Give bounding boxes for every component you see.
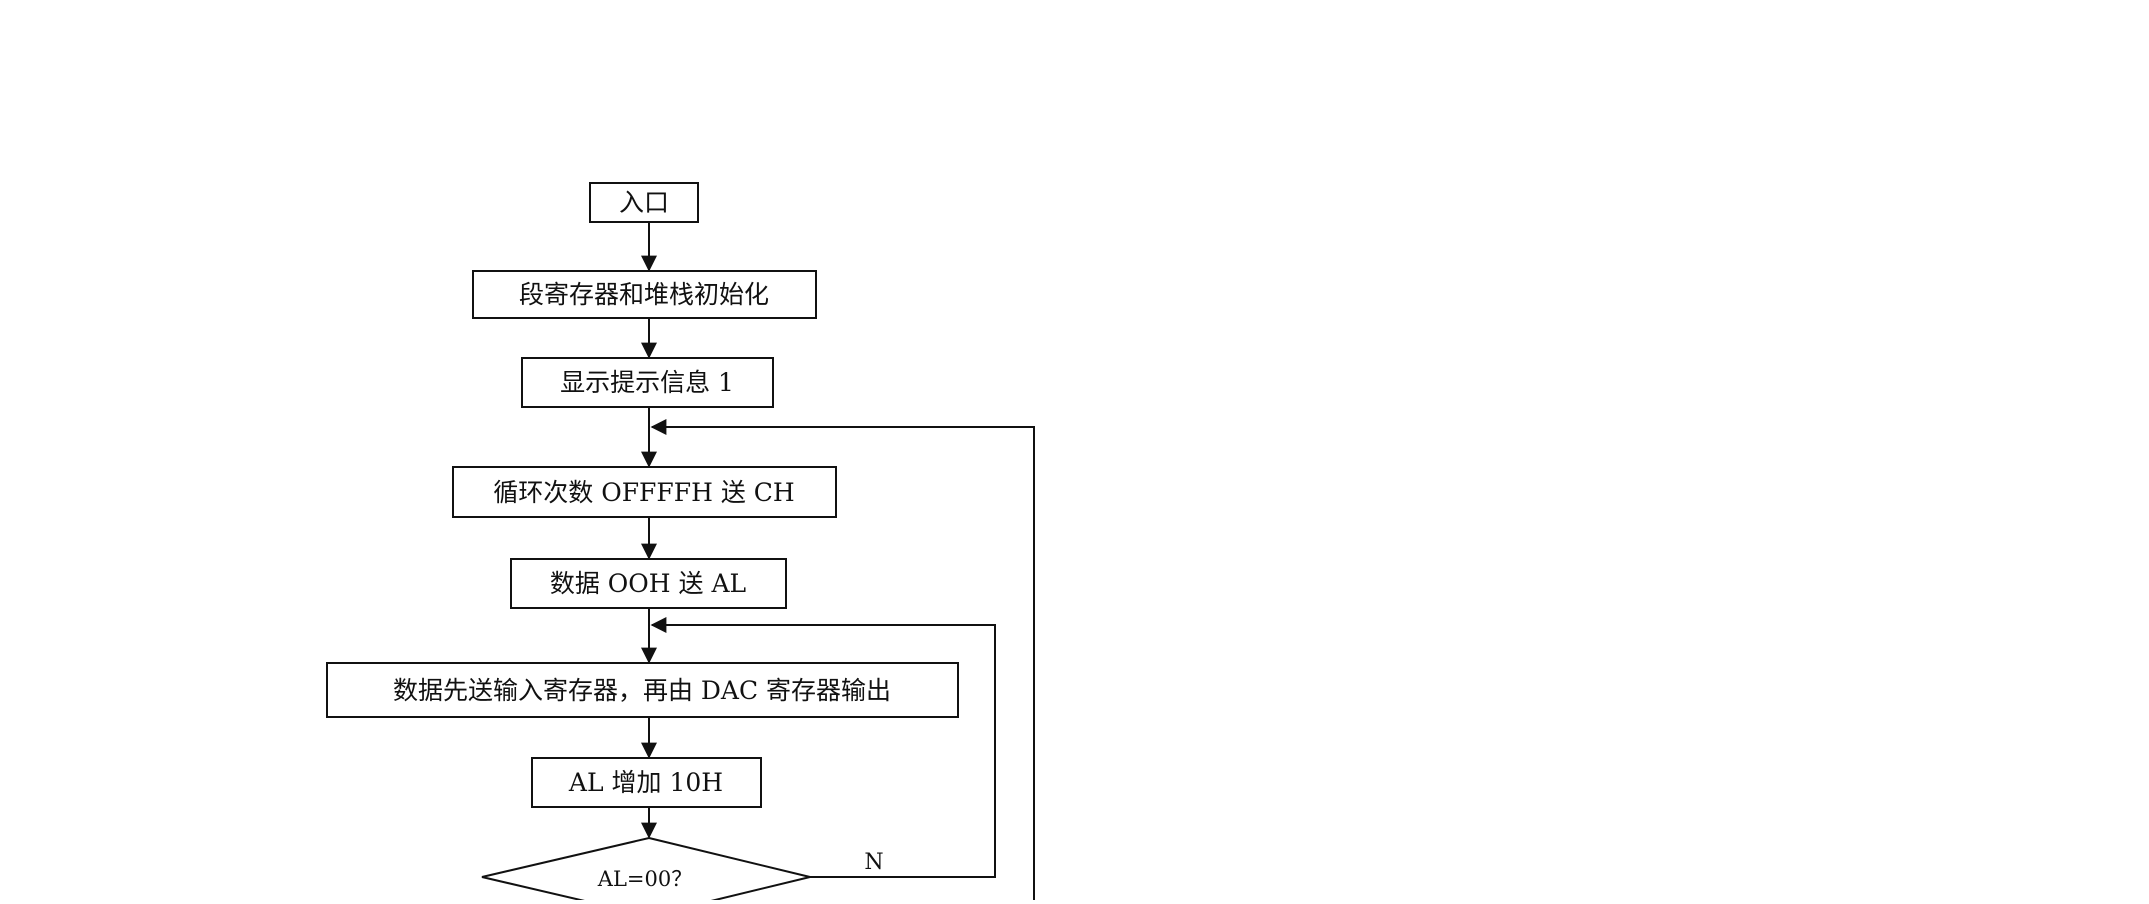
loop-inner [650, 617, 996, 878]
dac-output-label: 数据先送输入寄存器，再由 DAC 寄存器输出 [393, 676, 891, 705]
data-to-al-label: 数据 OOH 送 AL [550, 569, 746, 598]
show-prompt-label: 显示提示信息 1 [560, 368, 734, 397]
decision-no-label: N [864, 850, 883, 875]
al-add-label: AL 增加 10H [568, 768, 723, 797]
decision-label: AL=00？ [597, 867, 692, 891]
entry-label: 入口 [619, 188, 669, 217]
init-label: 段寄存器和堆栈初始化 [519, 280, 769, 309]
decision-diamond [481, 836, 811, 904]
loop-count-label: 循环次数 OFFFFH 送 CH [493, 478, 794, 507]
entry-box [589, 182, 699, 223]
loop-outer [650, 419, 1035, 900]
